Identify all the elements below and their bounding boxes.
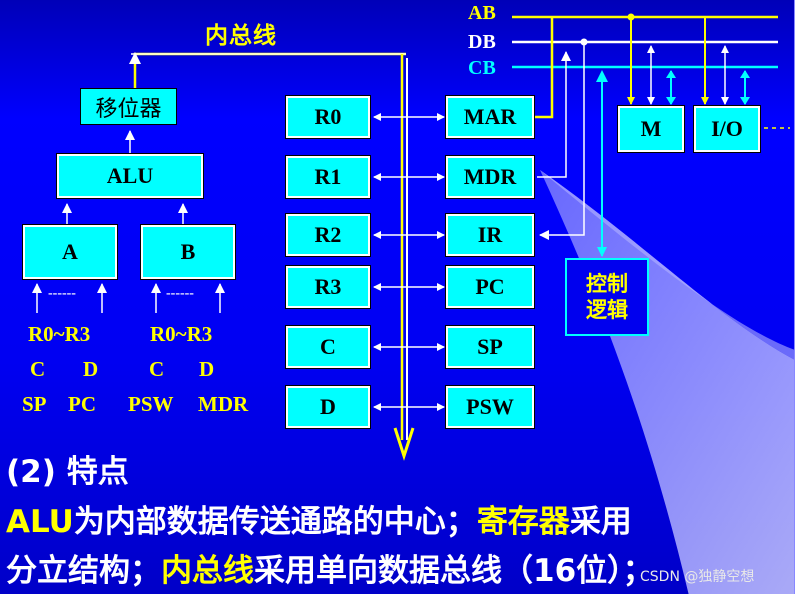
footer-bus-desc: 采用单向数据总线（16位）； bbox=[254, 553, 654, 589]
memory-box: M bbox=[617, 105, 685, 153]
control-logic-line1: 控制 bbox=[586, 272, 628, 296]
data-bus-label: DB bbox=[468, 31, 496, 53]
footer-separate-structure: 分立结构； bbox=[6, 553, 161, 589]
b-source-d: D bbox=[199, 357, 215, 381]
register-mar: MAR bbox=[445, 95, 535, 139]
b-source-mdr: MDR bbox=[198, 392, 249, 416]
alu-box: ALU bbox=[56, 153, 204, 199]
b-source-c: C bbox=[149, 357, 165, 381]
io-box: I/O bbox=[693, 105, 761, 153]
a-source-r0-r3: R0~R3 bbox=[28, 322, 91, 346]
watermark: CSDN @独静空想 bbox=[640, 569, 755, 585]
a-source-pc: PC bbox=[68, 392, 96, 416]
register-r1: R1 bbox=[285, 155, 371, 199]
footer-alu: ALU bbox=[6, 504, 74, 540]
register-r2: R2 bbox=[285, 213, 371, 257]
b-source-r0-r3: R0~R3 bbox=[150, 322, 213, 346]
shifter-box: 移位器 bbox=[80, 88, 177, 125]
footer-internal-bus: 内总线 bbox=[161, 553, 254, 589]
footer-registers: 寄存器 bbox=[476, 504, 570, 540]
register-pc: PC bbox=[445, 265, 535, 309]
register-r0: R0 bbox=[285, 95, 371, 139]
a-input-dashes: ------ bbox=[48, 286, 76, 301]
register-a-box: A bbox=[22, 224, 118, 280]
control-logic-box: 控制 逻辑 bbox=[565, 258, 649, 336]
register-b-box: B bbox=[140, 224, 236, 280]
control-bus-label: CB bbox=[468, 57, 496, 79]
a-source-c: C bbox=[30, 357, 46, 381]
b-input-dashes: ------ bbox=[166, 286, 194, 301]
footer-registers-desc: 采用 bbox=[569, 504, 632, 540]
internal-bus-label: 内总线 bbox=[205, 23, 277, 49]
footer-line-2: 分立结构；内总线采用单向数据总线（16位）； bbox=[6, 545, 654, 590]
control-logic-line2: 逻辑 bbox=[586, 298, 628, 322]
register-r3: R3 bbox=[285, 265, 371, 309]
register-sp: SP bbox=[445, 325, 535, 369]
register-mdr: MDR bbox=[445, 155, 535, 199]
footer-line-1: ALU为内部数据传送通路的中心；寄存器采用 bbox=[6, 496, 632, 541]
a-source-d: D bbox=[83, 357, 99, 381]
a-source-sp: SP bbox=[22, 392, 47, 416]
b-source-psw: PSW bbox=[128, 392, 174, 416]
footer-alu-desc: 为内部数据传送通路的中心； bbox=[73, 504, 477, 540]
register-c: C bbox=[285, 325, 371, 369]
register-psw: PSW bbox=[445, 385, 535, 429]
register-d: D bbox=[285, 385, 371, 429]
register-ir: IR bbox=[445, 213, 535, 257]
section-heading: (2) 特点 bbox=[6, 454, 129, 490]
address-bus-label: AB bbox=[468, 2, 496, 24]
